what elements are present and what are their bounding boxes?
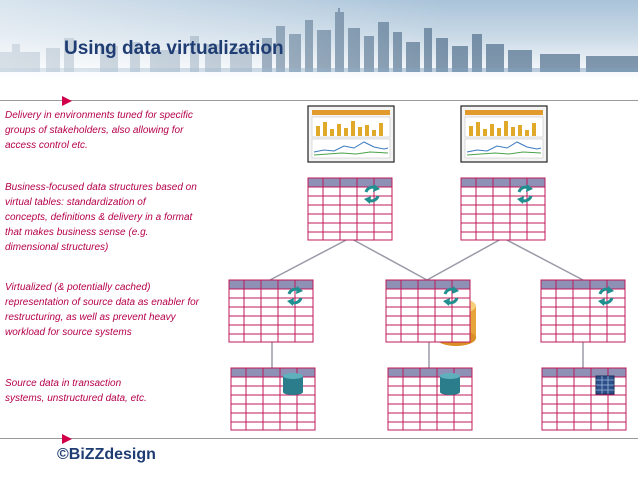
dashboard-icon (460, 105, 548, 163)
database-icon (283, 373, 303, 395)
description-source-data: Source data in transaction systems, unst… (5, 376, 147, 406)
skyline-banner (0, 0, 638, 80)
description-business-structures: Business-focused data structures based o… (5, 180, 197, 255)
top-divider-arrow (62, 96, 72, 106)
description-line: concepts, definitions & delivery in a fo… (5, 212, 193, 223)
virtualization-diagram (228, 105, 627, 431)
database-icon (440, 373, 460, 395)
description-virtualized: Virtualized (& potentially cached) repre… (5, 280, 199, 340)
description-line: Business-focused data structures based o… (5, 182, 197, 193)
description-line: restructuring, as well as prevent heavy (5, 312, 176, 323)
top-divider (0, 100, 638, 101)
virtualized-table (385, 279, 471, 343)
description-line: workload for source systems (5, 327, 132, 338)
business-virtual-table (307, 177, 393, 241)
banner-fade (0, 0, 638, 80)
slide-title: Using data virtualization (64, 38, 284, 59)
bizzdesign-logo: ©BiZZdesign (57, 446, 156, 463)
virtualized-table (540, 279, 626, 343)
description-line: dimensional structures) (5, 242, 109, 253)
description-line: that makes business sense (e.g. (5, 227, 149, 238)
description-line: access control etc. (5, 140, 88, 151)
description-line: representation of source data as enabler… (5, 297, 200, 308)
bottom-divider-arrow (62, 434, 72, 444)
description-line: virtual tables: standardization of (5, 197, 146, 208)
connector-lines (269, 237, 584, 368)
description-line: Virtualized (& potentially cached) (5, 282, 151, 293)
dashboard-icon (307, 105, 395, 163)
description-delivery: Delivery in environments tuned for speci… (5, 108, 193, 153)
description-line: Source data in transaction (5, 378, 122, 389)
spreadsheet-icon (595, 375, 615, 395)
description-line: systems, unstructured data, etc. (5, 393, 147, 404)
bottom-divider (0, 438, 638, 439)
description-line: groups of stakeholders, also allowing fo… (5, 125, 184, 136)
business-virtual-table (460, 177, 546, 241)
description-line: Delivery in environments tuned for speci… (5, 110, 193, 121)
